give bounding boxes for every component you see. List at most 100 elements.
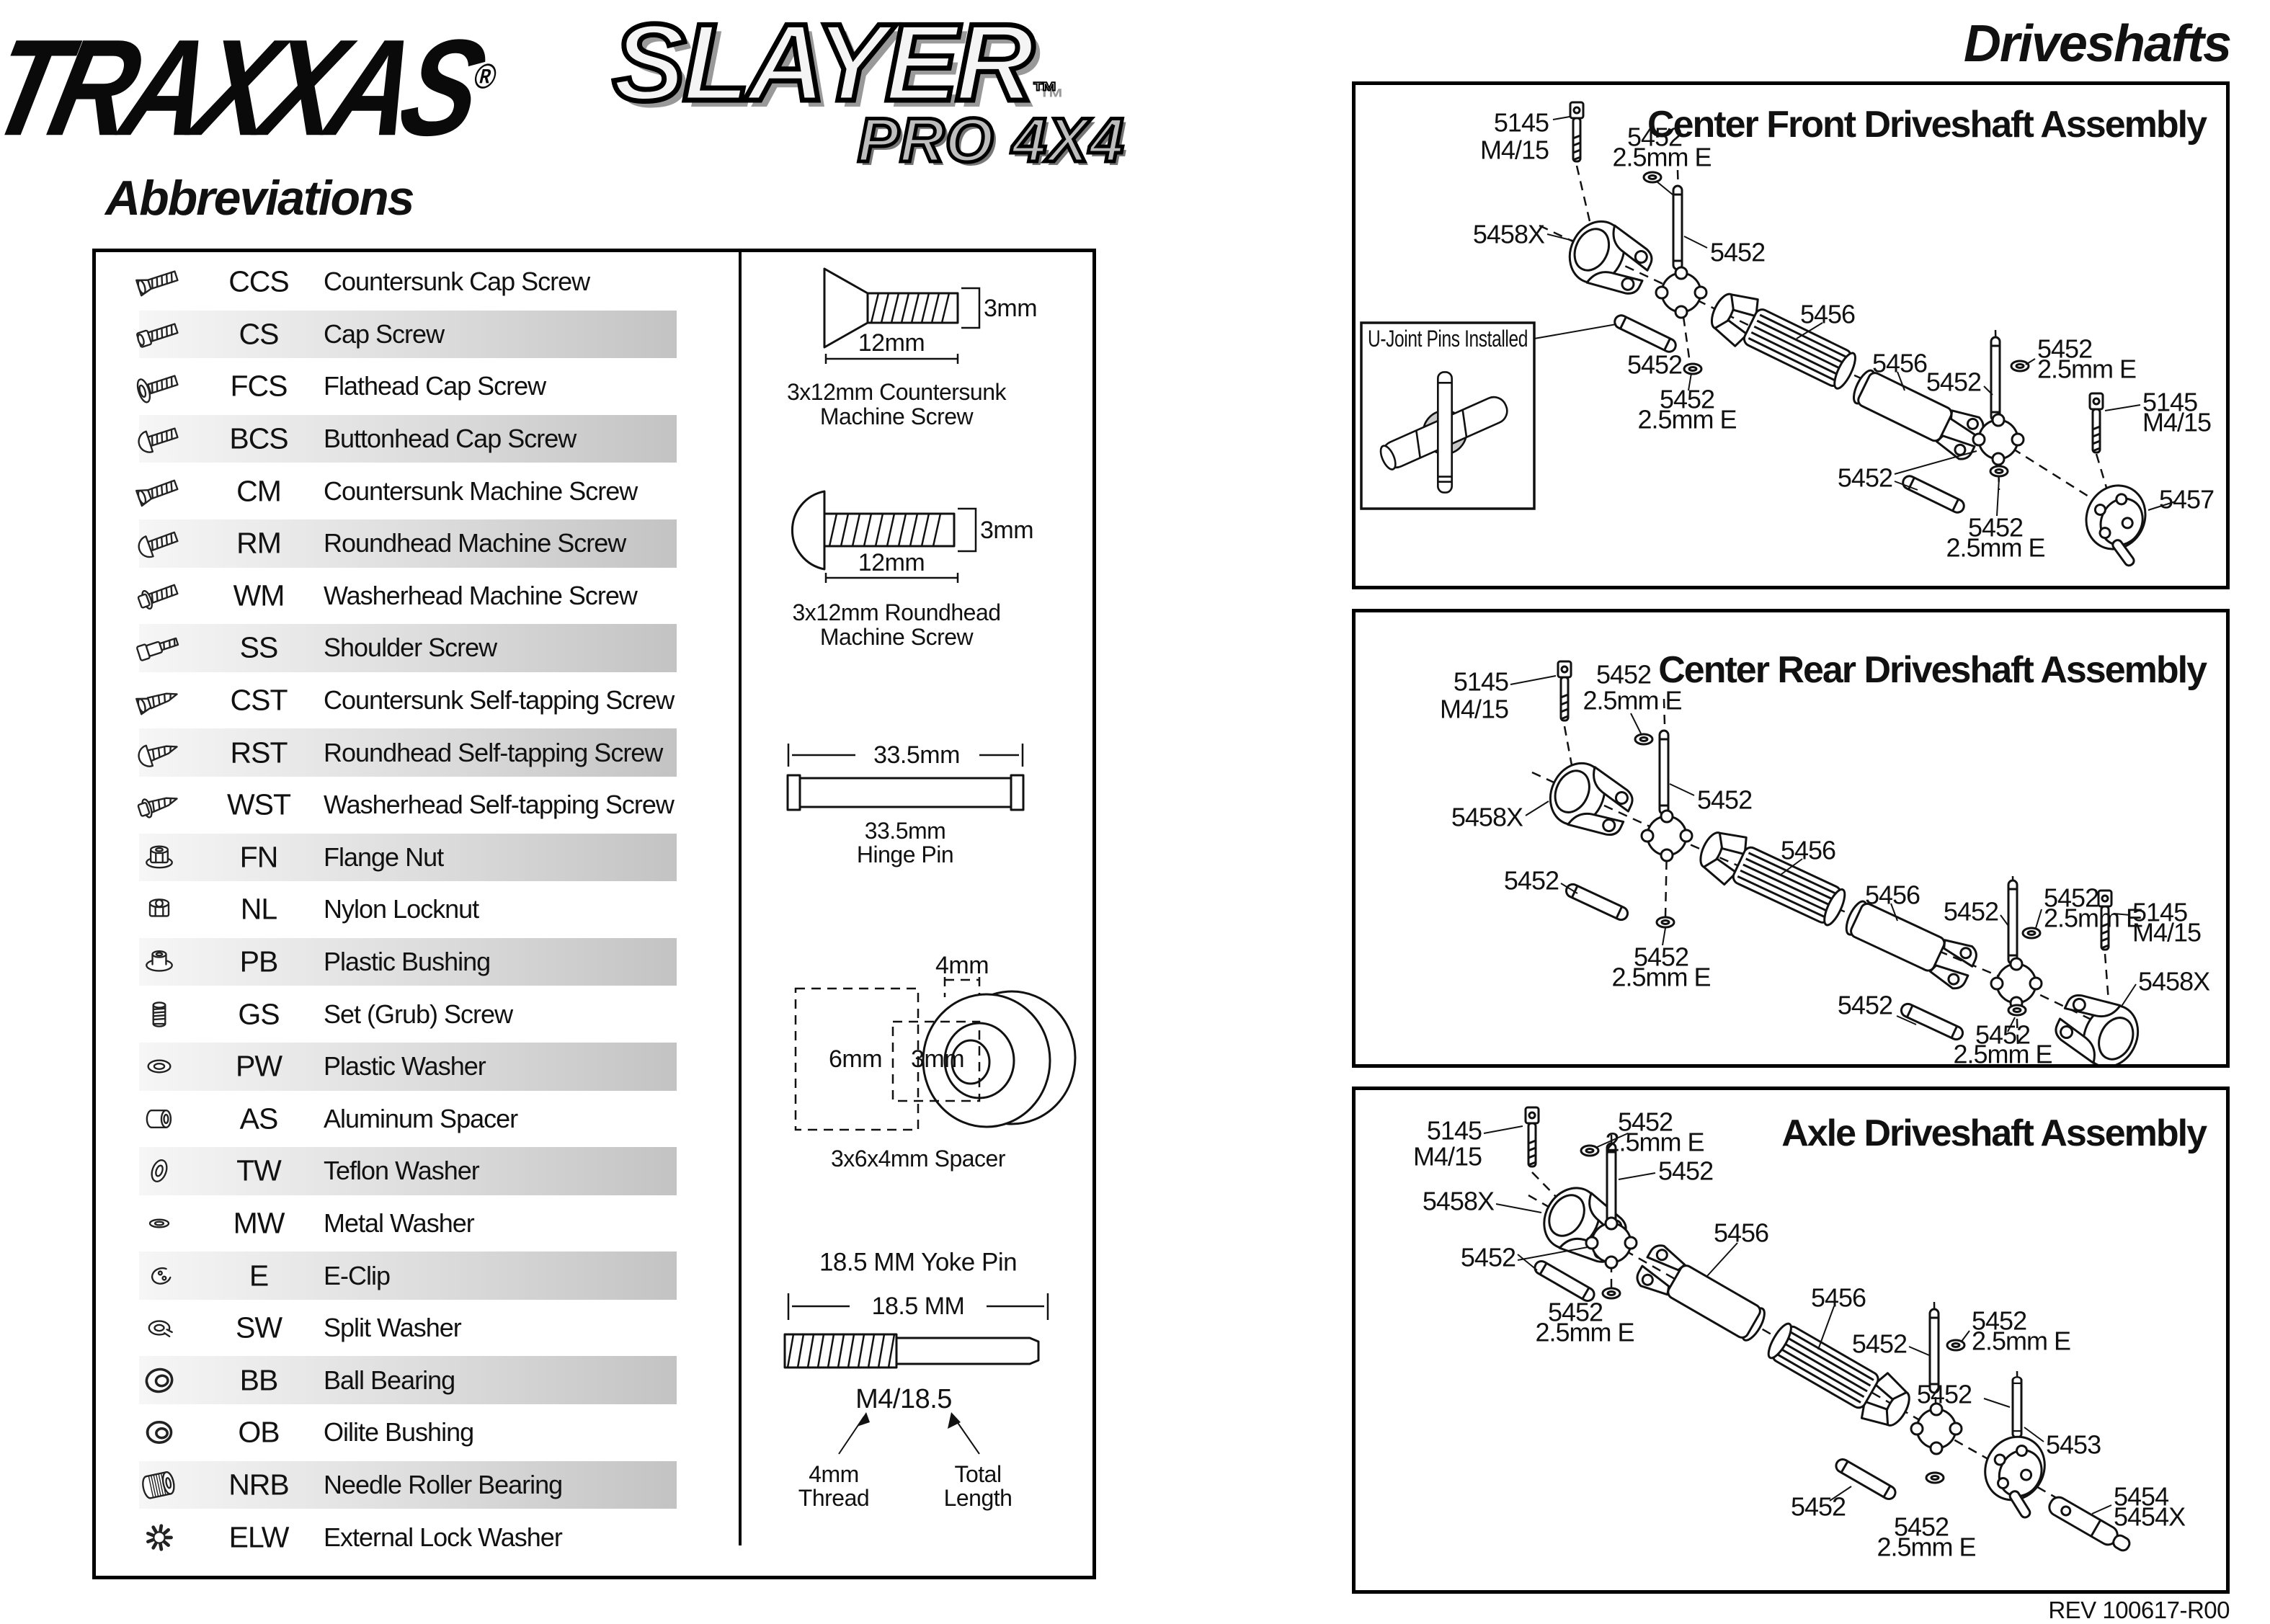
oilite-bushing-icon (132, 1414, 187, 1451)
axle-assembly-diagram: Axle Driveshaft Assembly 5145 M4/15 (1413, 1106, 2209, 1562)
part-label-5452: 5452 (1791, 1492, 1846, 1522)
leader-lines (1483, 1125, 2112, 1514)
u-joint-inset: U-Joint Pins Installed (1360, 321, 1617, 510)
part-label-2-5mm-e: 2.5mm E (1611, 963, 1710, 992)
abbr-desc: Oilite Bushing (324, 1417, 474, 1447)
abbr-code: BCS (229, 421, 288, 455)
caption: 3x12mm Roundhead (792, 599, 1000, 625)
dim-4mm: 4mm (935, 952, 989, 979)
part-label-2-5mm-e: 2.5mm E (1612, 143, 1711, 172)
abbr-desc: Aluminum Spacer (324, 1103, 518, 1133)
part-label-5452: 5452 (1968, 513, 2023, 543)
part-label-5454x: 5454X (2114, 1502, 2186, 1532)
e-clip-icon (132, 1257, 187, 1295)
yoke-pin-heading: 18.5 MM Yoke Pin (819, 1249, 1017, 1277)
needle-roller-bearing-icon (132, 1466, 187, 1504)
note-4mm: 4mm (809, 1461, 859, 1487)
set-grub-screw-icon (132, 996, 187, 1033)
part-label-5452: 5452 (1852, 1329, 1907, 1359)
abbr-code: AS (239, 1102, 279, 1136)
part-label-5456: 5456 (1811, 1283, 1866, 1313)
part-label-5452: 5452 (1627, 350, 1682, 380)
dim-3mm: 3mm (911, 1045, 964, 1073)
caption: Hinge Pin (857, 842, 953, 867)
center-front-assembly-box: Center Front Driveshaft Assembly 5145 M4… (1352, 81, 2230, 589)
part-label-5457: 5457 (2159, 485, 2214, 514)
part-label-2-5mm-e: 2.5mm E (1877, 1532, 1975, 1562)
aluminum-spacer-icon (132, 1100, 187, 1138)
part-labels: 5145 M4/15 5452 2.5mm E 5452 5458X 5452 … (1413, 1107, 2186, 1562)
part-label-5456: 5456 (1781, 836, 1835, 865)
abbr-desc: Countersunk Machine Screw (324, 476, 638, 506)
table-row: E E-Clip (96, 1249, 737, 1302)
abbr-desc: External Lock Washer (324, 1522, 563, 1552)
abbreviations-heading: Abbreviations (105, 171, 414, 226)
part-label-m4-15: M4/15 (2132, 918, 2201, 947)
traxxas-logo: TRAXXAS® (0, 10, 511, 167)
revision-code: REV 100617-R00 (2048, 1597, 2230, 1623)
caption: 3x12mm Countersunk (787, 379, 1007, 405)
leader-lines (1546, 116, 2176, 517)
part-label-5145: 5145 (1454, 667, 1508, 697)
abbr-code: FCS (230, 369, 288, 403)
abbr-desc: Flange Nut (324, 842, 444, 872)
brand-text: TRAXXAS (0, 12, 489, 165)
abbr-code: RST (230, 736, 288, 769)
abbr-code: OB (238, 1415, 280, 1449)
abbr-code: PW (235, 1049, 282, 1083)
part-label-m4-15: M4/15 (2142, 408, 2211, 437)
spacer-diagram: 4mm 6mm 3mm 3x6x4mm Spacer (794, 952, 1077, 1172)
abbr-code: SS (239, 630, 279, 664)
part-label-5452: 5452 (2037, 334, 2092, 364)
hinge-pin-diagram: 33.5mm 33.5mm Hinge Pin (786, 741, 1025, 867)
abbr-desc: Washerhead Machine Screw (324, 580, 638, 610)
yoke-pin-diagram: 18.5 MM Yoke Pin 18.5 MM M4/18.5 4mm Thr… (783, 1249, 1049, 1511)
part-label-2-5mm-e: 2.5mm E (1946, 533, 2044, 563)
split-washer-icon (132, 1309, 187, 1347)
part-label-5456: 5456 (1714, 1218, 1768, 1248)
abbr-code: WST (226, 788, 291, 821)
part-label-5452: 5452 (1838, 991, 1892, 1020)
abbr-desc: Buttonhead Cap Screw (324, 424, 577, 454)
dim-18-5mm: 18.5 MM (872, 1293, 965, 1320)
washerhead-self-tapping-screw-icon (132, 786, 187, 824)
caption: Machine Screw (820, 624, 974, 650)
part-label-5145: 5145 (2132, 898, 2187, 927)
abbr-code: CST (230, 683, 288, 717)
dim-12mm: 12mm (858, 329, 925, 357)
part-label-5452: 5452 (1697, 785, 1752, 815)
table-row: OB Oilite Bushing (96, 1406, 737, 1459)
part-label-5456: 5456 (1872, 349, 1927, 378)
abbr-code: SW (235, 1311, 282, 1344)
part-label-5452: 5452 (1461, 1243, 1515, 1272)
flange-nut-icon (132, 839, 187, 876)
ball-bearing-icon (132, 1362, 187, 1399)
abbr-code: E (249, 1259, 269, 1293)
part-label-2-5mm-e: 2.5mm E (1637, 405, 1736, 434)
table-row: BCS Buttonhead Cap Screw (96, 413, 737, 465)
note-thread: Thread (798, 1485, 869, 1511)
abbr-desc: E-Clip (324, 1260, 391, 1290)
caption: Machine Screw (820, 403, 974, 429)
abbr-desc: Plastic Washer (324, 1051, 486, 1081)
plastic-washer-icon (132, 1048, 187, 1085)
abbr-code: PB (239, 945, 279, 978)
axle-assembly-box: Axle Driveshaft Assembly 5145 M4/15 (1352, 1087, 2230, 1594)
page-title: Driveshafts (1963, 15, 2232, 73)
part-label-5452: 5452 (1634, 942, 1688, 972)
abbr-code: BB (239, 1363, 279, 1397)
trademark-mark: ™ (1031, 76, 1058, 107)
dim-33-5mm: 33.5mm (873, 741, 960, 769)
part-label-5452: 5452 (1917, 1380, 1972, 1409)
